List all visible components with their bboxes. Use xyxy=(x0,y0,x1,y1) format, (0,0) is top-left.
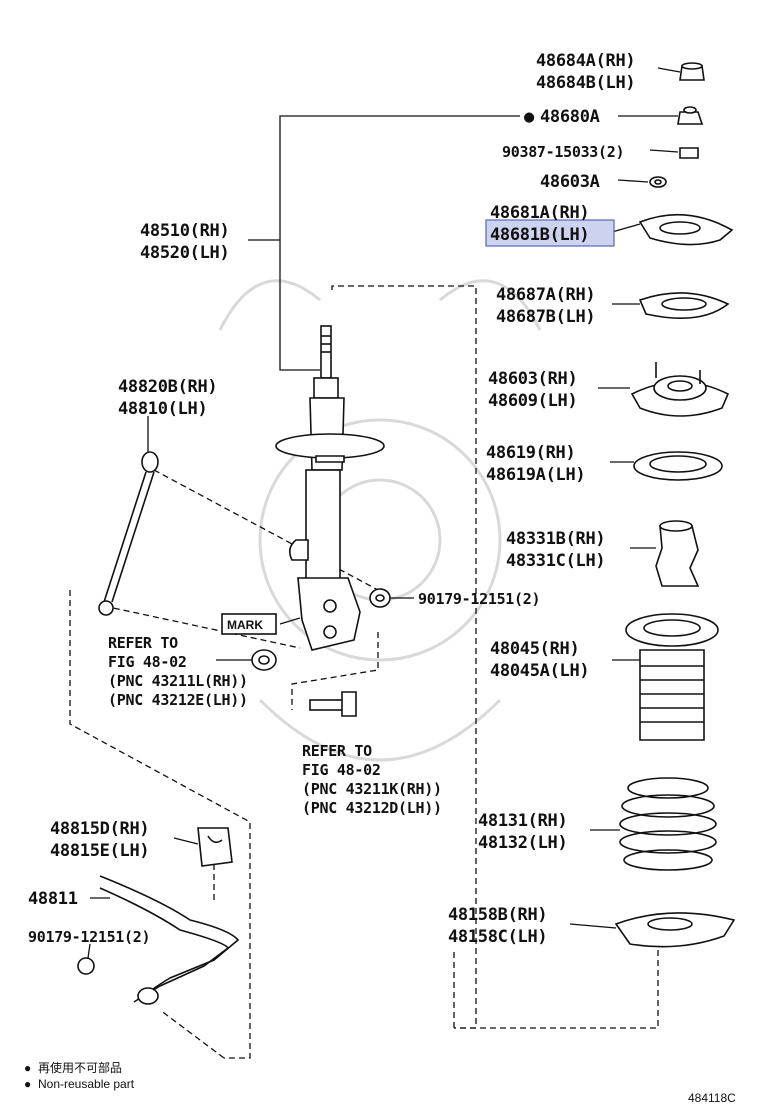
self-locking-nut xyxy=(677,106,704,125)
label-90387: 90387-15033(2) xyxy=(502,143,624,161)
mark-box xyxy=(221,613,277,635)
label-48510-rh: 48510(RH) xyxy=(140,221,229,241)
label-48619a-lh: 48619A(LH) xyxy=(486,465,585,485)
nut-90387 xyxy=(679,147,699,159)
nut-90179 xyxy=(369,588,391,608)
label-48045-rh: 48045(RH) xyxy=(490,639,579,659)
label-48681-rh: 48681A(RH) xyxy=(490,203,589,223)
dust-boot xyxy=(625,613,719,741)
nut-90179-lower xyxy=(77,957,95,975)
bearing xyxy=(633,451,723,481)
stabilizer-bar xyxy=(99,875,240,1005)
strut-assembly xyxy=(275,325,385,651)
bolt xyxy=(309,691,357,717)
label-48609-lh: 48609(LH) xyxy=(488,391,577,411)
cam-bolt-nut xyxy=(251,649,277,671)
spring-insulator xyxy=(614,912,736,948)
legend-text-jp: 再使用不可部品 xyxy=(38,1060,122,1075)
label-48132-lh: 48132(LH) xyxy=(478,833,567,853)
legend-symbol-jp: ● xyxy=(24,1061,31,1075)
coil-spring xyxy=(619,777,717,871)
label-mark: MARK xyxy=(227,618,263,632)
leader-lines xyxy=(87,67,681,959)
label-48687-lh: 48687B(LH) xyxy=(496,307,595,327)
label-48158c-lh: 48158C(LH) xyxy=(448,927,547,947)
refer1-line1: REFER TO xyxy=(108,634,178,652)
label-90179-lower: 90179-12151(2) xyxy=(28,928,150,946)
washer-48603a xyxy=(649,176,667,188)
label-48684-rh: 48684A(RH) xyxy=(536,51,635,71)
label-48815d-rh: 48815D(RH) xyxy=(50,819,149,839)
legend-symbol-en: ● xyxy=(24,1077,31,1091)
part-labels: 48684A(RH) 48684B(LH) ● 48680A 90387-150… xyxy=(28,51,636,947)
label-48131-rh: 48131(RH) xyxy=(478,811,567,831)
label-48331-rh: 48331B(RH) xyxy=(506,529,605,549)
refer2-line3: (PNC 43211K(RH)) xyxy=(302,780,442,798)
label-48045a-lh: 48045A(LH) xyxy=(490,661,589,681)
upper-support xyxy=(630,362,730,417)
label-48603-rh: 48603(RH) xyxy=(488,369,577,389)
label-90179-upper: 90179-12151(2) xyxy=(418,590,540,608)
figure-code: 484118C xyxy=(688,1091,736,1105)
refer2-line1: REFER TO xyxy=(302,742,372,760)
label-48811: 48811 xyxy=(28,889,78,909)
legend-text-en: Non-reusable part xyxy=(38,1077,135,1091)
refer2-line2: FIG 48-02 xyxy=(302,761,381,779)
label-48684-lh: 48684B(LH) xyxy=(536,73,635,93)
gasket xyxy=(638,292,730,319)
refer1-line4: (PNC 43212E(LH)) xyxy=(108,691,248,709)
label-48681-lh: 48681B(LH) xyxy=(490,225,589,245)
label-48619-rh: 48619(RH) xyxy=(486,443,575,463)
label-48687-rh: 48687A(RH) xyxy=(496,285,595,305)
label-48680: 48680A xyxy=(540,107,600,127)
label-48810-lh: 48810(LH) xyxy=(118,399,207,419)
refer1-line3: (PNC 43211L(RH)) xyxy=(108,672,248,690)
support-plate xyxy=(638,213,734,246)
refer1-line2: FIG 48-02 xyxy=(108,653,187,671)
stabilizer-link xyxy=(98,451,159,616)
non-reusable-marker: ● xyxy=(524,107,535,127)
upper-nut xyxy=(679,62,705,81)
label-48520-lh: 48520(LH) xyxy=(140,243,229,263)
refer2-line4: (PNC 43212D(LH)) xyxy=(302,799,442,817)
label-48820-rh: 48820B(RH) xyxy=(118,377,217,397)
label-48158b-rh: 48158B(RH) xyxy=(448,905,547,925)
legend: ● 再使用不可部品 ● Non-reusable part xyxy=(24,1060,135,1091)
highlighted-part-box[interactable] xyxy=(485,219,615,247)
watermark-emblem xyxy=(218,279,542,762)
stabilizer-bushing xyxy=(197,827,233,867)
bound-stopper xyxy=(655,520,700,587)
label-48815e-lh: 48815E(LH) xyxy=(50,841,149,861)
label-48603a: 48603A xyxy=(540,172,600,192)
label-48331-lh: 48331C(LH) xyxy=(506,551,605,571)
